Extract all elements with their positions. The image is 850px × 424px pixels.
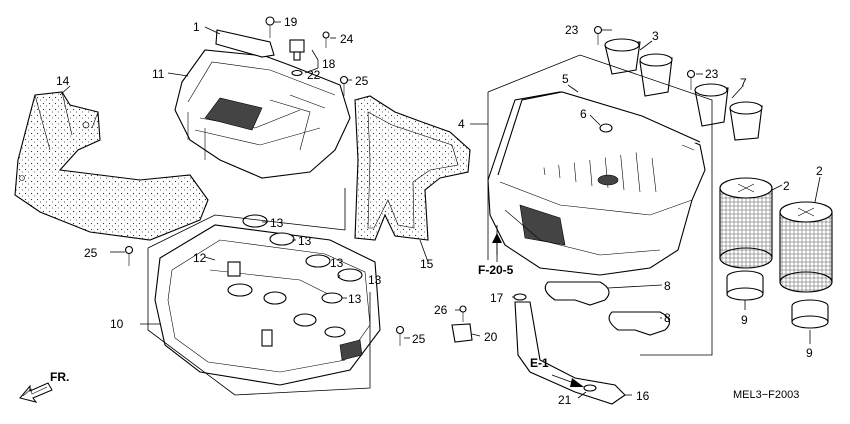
label-p13e: 13 [348, 292, 362, 306]
label-p9a: 9 [741, 313, 748, 327]
leader-lines [59, 21, 821, 399]
seal-part-15 [354, 95, 471, 241]
screw-part-23-upper [593, 25, 603, 45]
label-p11: 11 [152, 67, 165, 81]
intake-duct-part-14 [14, 91, 209, 241]
screw-part-24 [322, 31, 330, 48]
screw-part-25-top [339, 75, 349, 96]
screw-part-19 [265, 16, 275, 38]
label-p26: 26 [434, 303, 448, 317]
label-p25b: 25 [84, 246, 98, 260]
screw-part-25-left [124, 245, 134, 266]
gasket-part-8-upper [544, 281, 610, 306]
label-p1: 1 [193, 20, 200, 34]
label-p5: 5 [562, 72, 569, 86]
label-p13c: 13 [330, 256, 344, 270]
lower-case-part-10 [154, 224, 381, 386]
funnel-part-3 [604, 38, 673, 97]
grommet-part-6 [599, 123, 613, 133]
label-p24: 24 [340, 32, 354, 46]
screw-part-23-lower [686, 69, 696, 90]
label-p7: 7 [740, 76, 747, 90]
label-p25a: 25 [355, 74, 369, 88]
group-outline-left [147, 188, 371, 396]
filter-element-part-2-right [779, 201, 833, 293]
drain-tube-part-16 [514, 301, 626, 405]
label-p8a: 8 [664, 279, 671, 293]
joint-part-9-right [791, 299, 829, 329]
bracket-part-1 [215, 29, 275, 58]
label-p2b: 2 [816, 164, 823, 178]
label-p23b: 23 [705, 67, 719, 81]
label-p17: 17 [490, 291, 504, 305]
screw-part-25-right [395, 325, 405, 346]
gasket-part-8-lower [608, 311, 671, 336]
funnel-part-7 [694, 83, 763, 141]
label-p19: 19 [284, 15, 298, 29]
fitting-part-18 [289, 39, 305, 61]
gasket-part-5 [497, 91, 701, 176]
label-p15: 15 [420, 257, 434, 271]
label-p13d: 13 [368, 273, 382, 287]
washer-part-22 [291, 69, 303, 77]
label-p16: 16 [636, 389, 650, 403]
label-p13a: 13 [270, 216, 284, 230]
label-p20: 20 [484, 330, 498, 344]
label-p14: 14 [56, 74, 70, 88]
drawing-code: MEL3−F2003 [733, 389, 799, 401]
part-labels: 1 19 24 18 22 25 11 14 15 4 5 6 23 3 23 … [56, 15, 823, 407]
label-p10: 10 [110, 317, 124, 331]
label-p8b: 8 [664, 311, 671, 325]
label-p23a: 23 [565, 23, 579, 37]
label-p12: 12 [193, 251, 207, 265]
front-direction-label: FR. [50, 370, 69, 384]
o-ring-part-13 [242, 214, 363, 304]
joint-part-20 [451, 323, 473, 343]
label-p6: 6 [580, 107, 587, 121]
label-p25c: 25 [412, 332, 426, 346]
label-p13b: 13 [298, 234, 312, 248]
filter-element-part-2-left [719, 177, 773, 269]
clip-part-17 [513, 293, 527, 301]
label-p21: 21 [558, 393, 572, 407]
air-cleaner-cover-part-11 [174, 49, 351, 179]
front-direction-arrow [19, 382, 53, 403]
label-p9b: 9 [806, 346, 813, 360]
label-p22: 22 [307, 68, 321, 82]
ref-label-f205: F-20-5 [478, 263, 514, 277]
bolt-part-26 [459, 305, 467, 322]
joint-part-9-left [726, 270, 764, 301]
ref-label-e1: E-1 [530, 356, 549, 370]
label-p4: 4 [458, 117, 465, 131]
group-outline-right [487, 54, 713, 356]
label-p2a: 2 [783, 179, 790, 193]
ref-arrow-e1 [551, 374, 584, 387]
clip-part-21 [583, 384, 597, 392]
label-p3: 3 [652, 29, 659, 43]
label-p18: 18 [322, 57, 336, 71]
ref-arrow-f205 [492, 233, 502, 262]
